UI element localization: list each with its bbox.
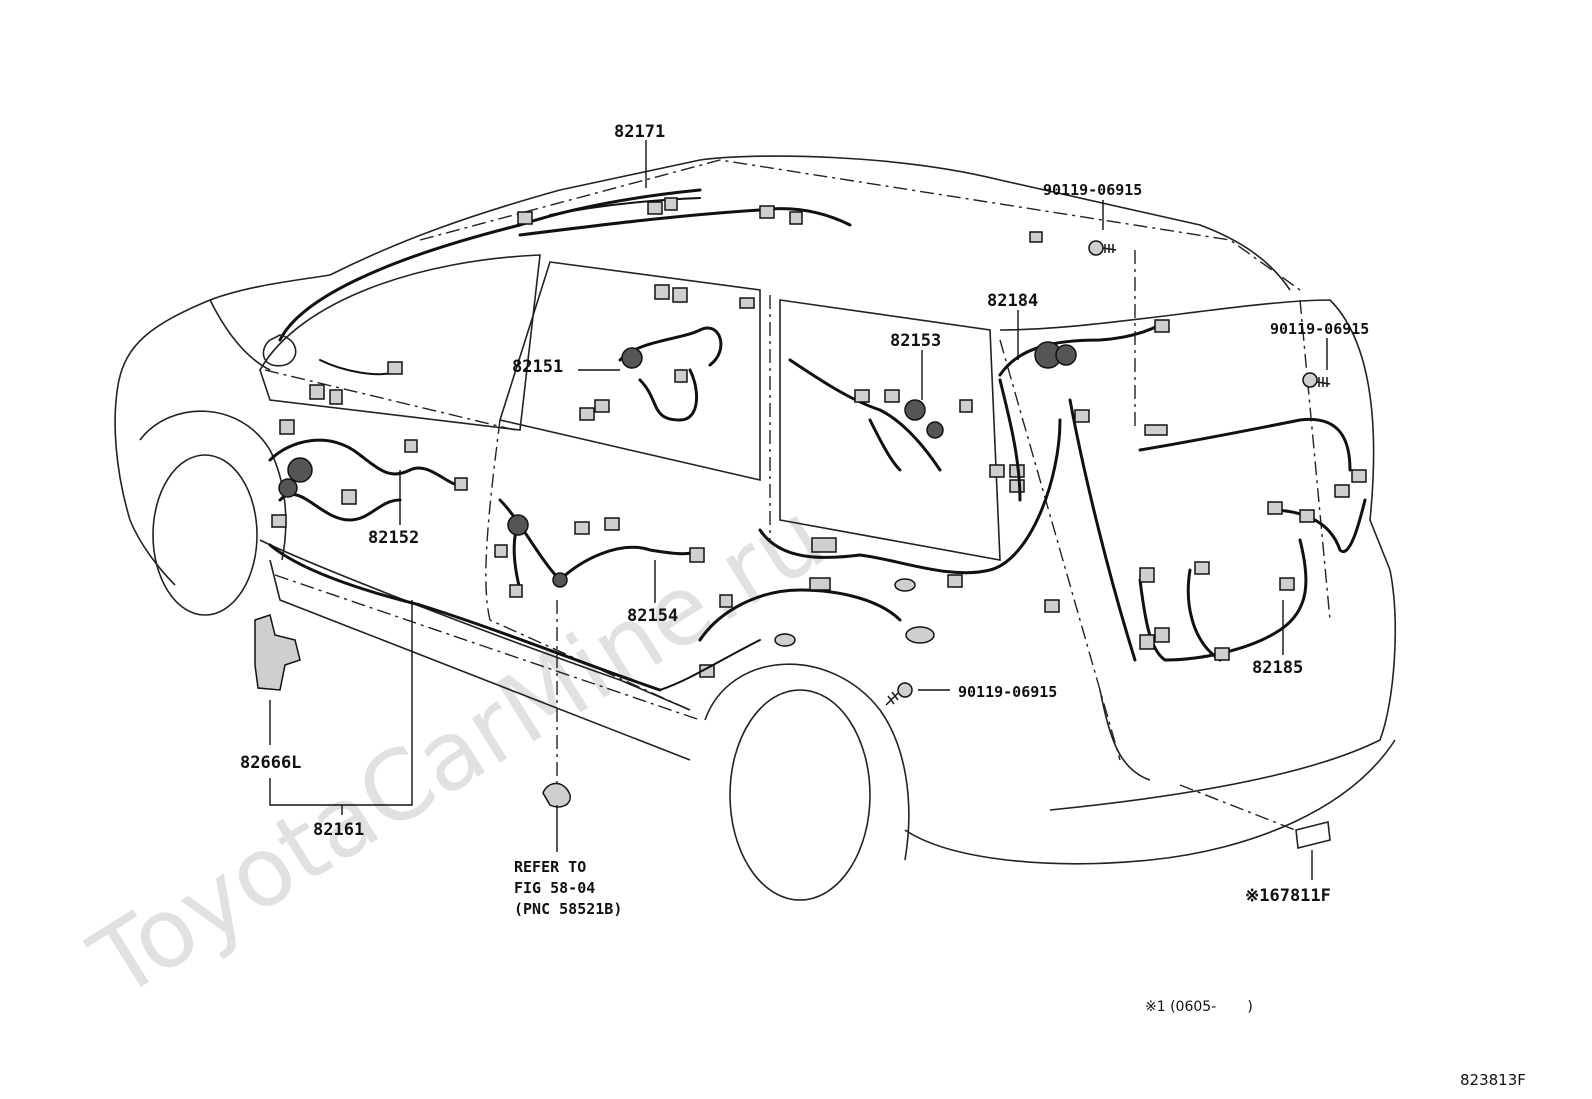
callout-82152: 82152 — [368, 528, 419, 548]
refer-line-1: REFER TO — [514, 858, 586, 876]
harness-back-door-wires — [998, 231, 1170, 662]
harness-front-door-rh-wires — [579, 284, 723, 422]
illustration-code: 823813F — [1460, 1071, 1526, 1089]
callout-82154: 82154 — [627, 606, 678, 626]
harness-luggage-wires — [1138, 417, 1367, 662]
callout-label-part: ※167811F — [1245, 886, 1331, 906]
callout-82185: 82185 — [1252, 658, 1303, 678]
clip-part — [542, 782, 571, 808]
callout-82161: 82161 — [313, 820, 364, 840]
callout-bolt-right: 90119-06915 — [1270, 320, 1369, 338]
label-part — [1295, 821, 1331, 849]
callout-bolt-top: 90119-06915 — [1043, 181, 1142, 199]
harness-side-wires — [698, 297, 1062, 678]
footnote: ※1 (0605- ) — [1145, 999, 1253, 1015]
harness-floor-wires — [268, 543, 761, 692]
callout-82153: 82153 — [890, 331, 941, 351]
callout-82171: 82171 — [614, 122, 665, 142]
harness-roof-wires — [262, 188, 852, 367]
watermark: ToyotaCarMine.ru — [72, 480, 843, 1020]
refer-line-2: FIG 58-04 — [514, 879, 595, 897]
bolt-bottom-icon — [885, 682, 913, 706]
callout-82666L: 82666L — [240, 753, 301, 773]
harness-rear-door-wires — [494, 498, 705, 598]
protector-part — [254, 614, 301, 691]
harness-front-door-wires — [268, 359, 468, 528]
refer-line-3: (PNC 58521B) — [514, 900, 622, 918]
callout-82184: 82184 — [987, 291, 1038, 311]
callout-bolt-bottom: 90119-06915 — [958, 683, 1057, 701]
bolt-right-icon — [1302, 372, 1331, 388]
bolt-top-icon — [1088, 240, 1117, 256]
leader-lines — [269, 140, 1328, 880]
callout-82151: 82151 — [512, 357, 563, 377]
